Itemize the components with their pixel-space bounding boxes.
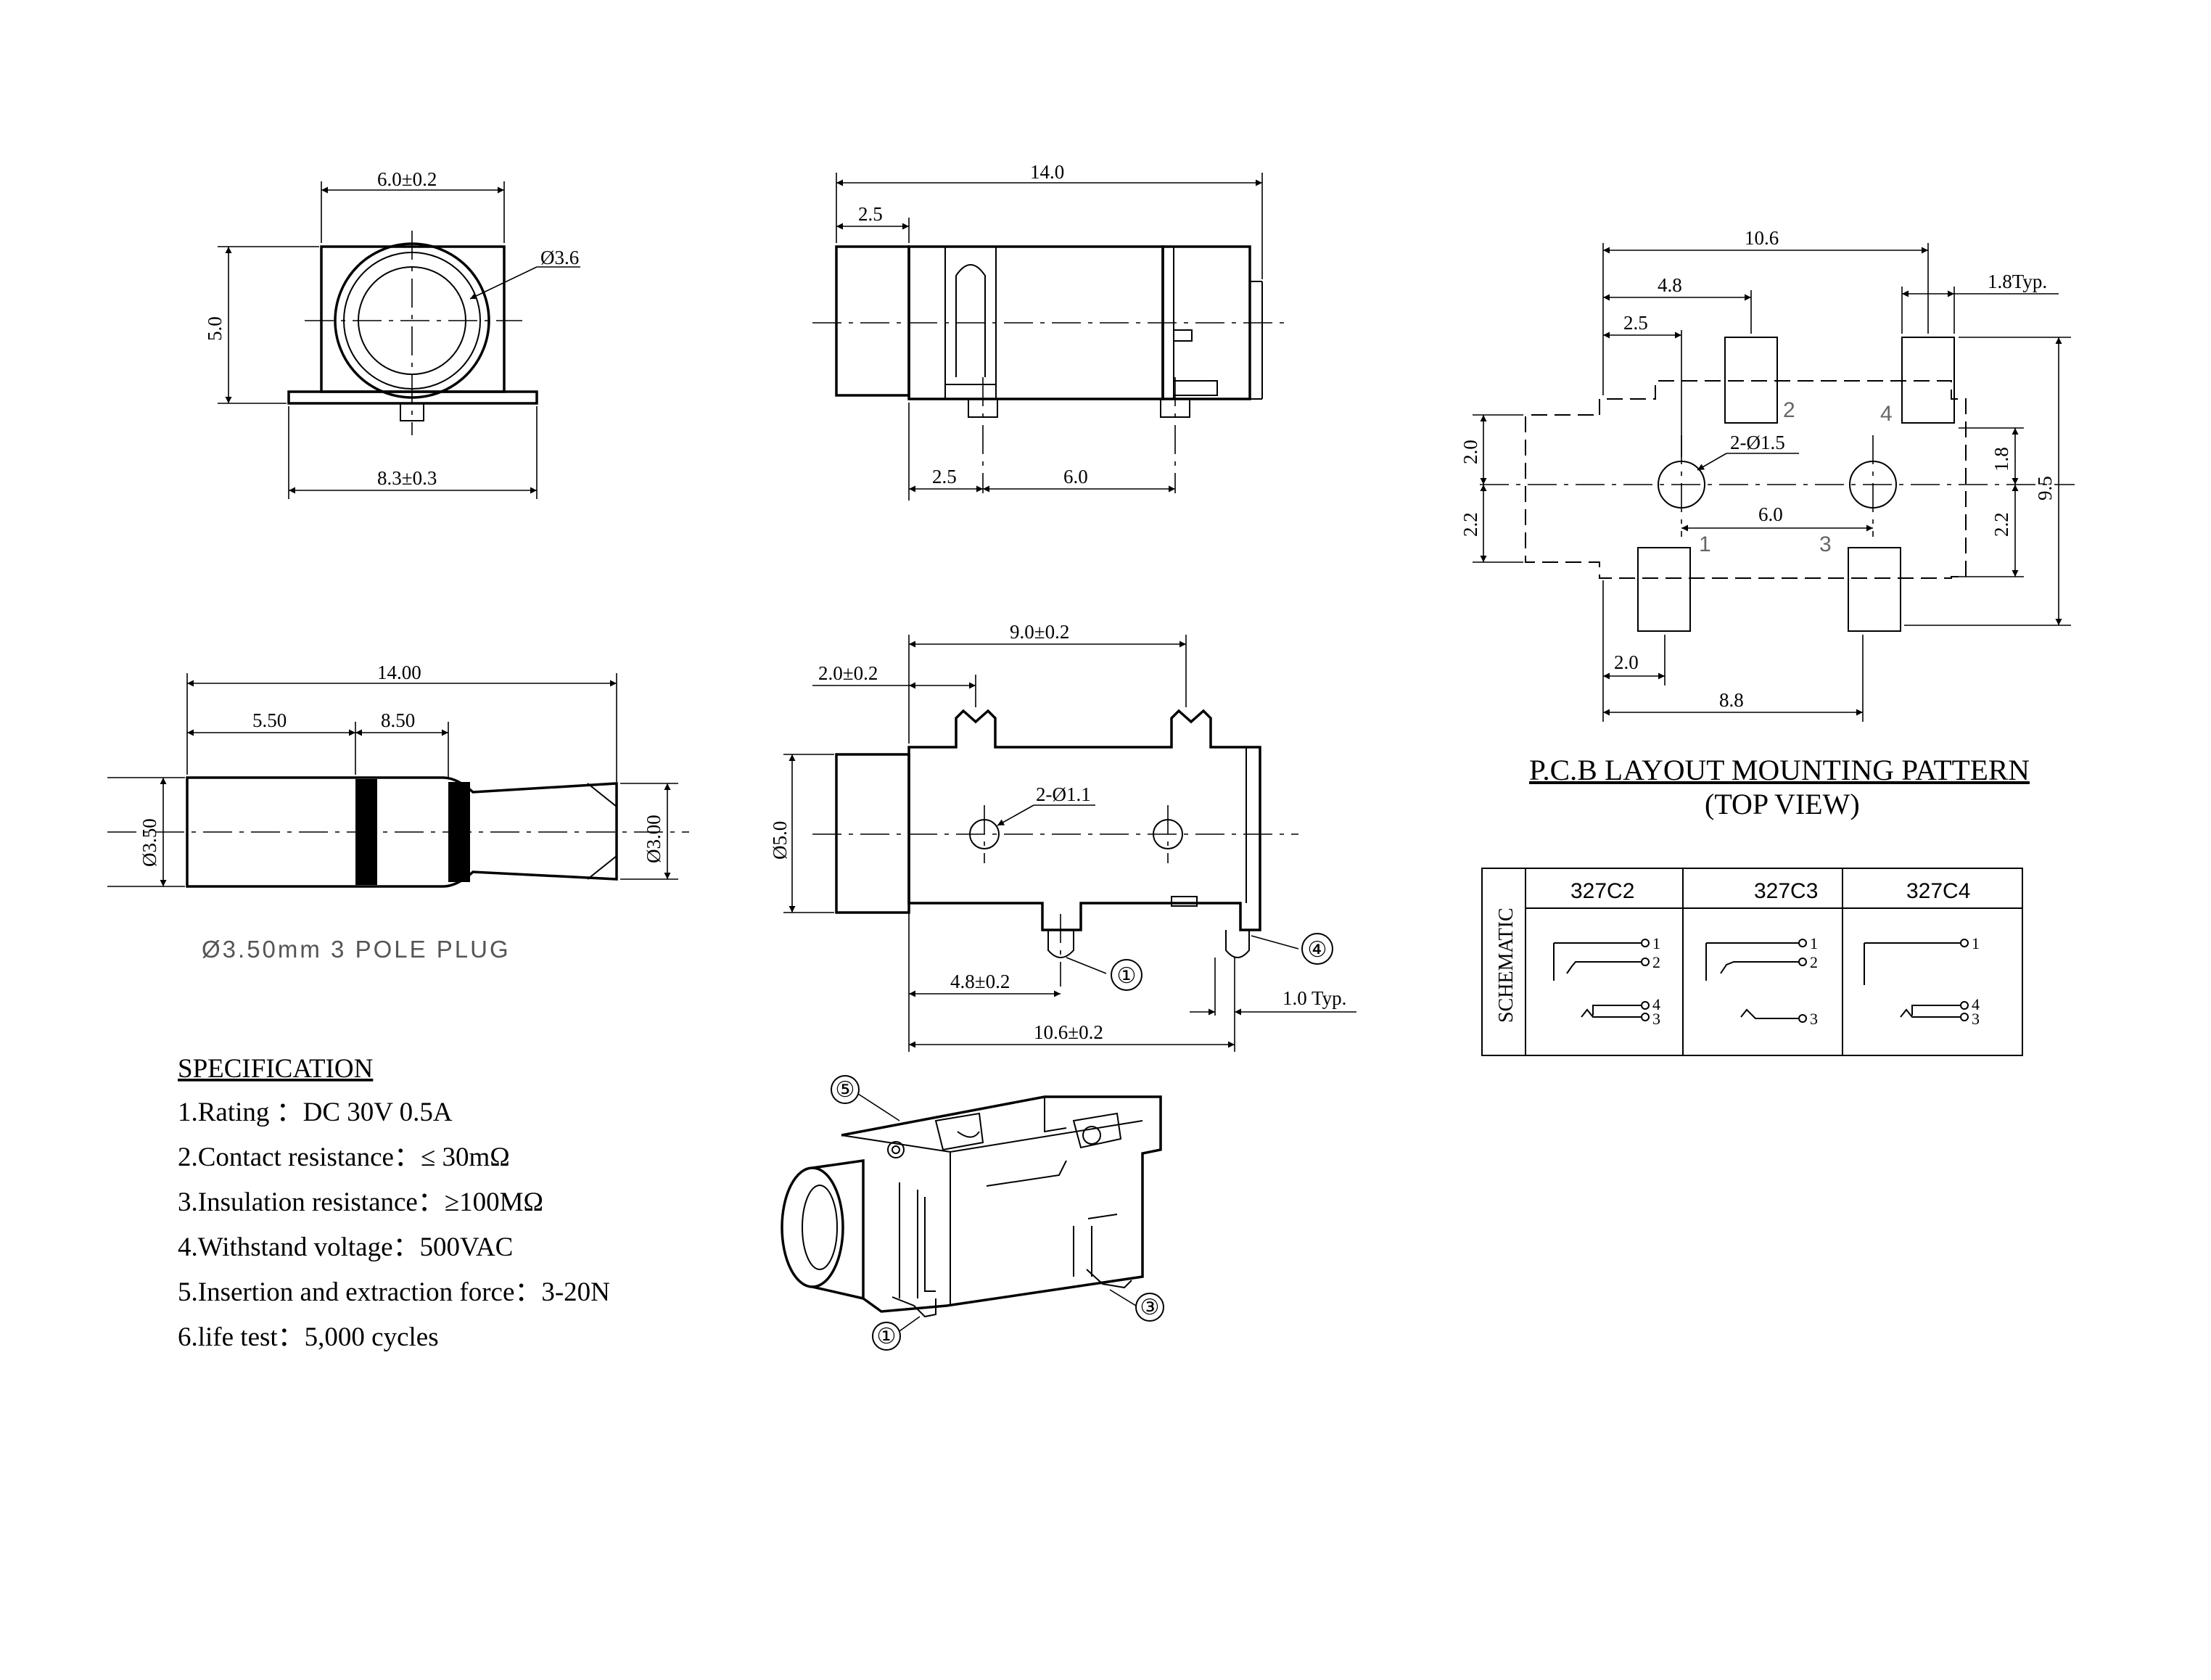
callout-4: ④	[1308, 938, 1327, 962]
bottom-dia-dim: Ø5.0	[769, 821, 791, 860]
pcb-height-dim: 9.5	[2034, 476, 2056, 501]
pcb-pin-1: 1	[1699, 532, 1711, 556]
pcb-pad-dim: 1.8Typ.	[1988, 271, 2047, 292]
spec-heading: SPECIFICATION	[178, 1054, 373, 1084]
c3-pin-2: 2	[1810, 953, 1818, 971]
plug-dia-dim: Ø3.50	[139, 818, 160, 867]
c3-pin-3: 3	[1810, 1010, 1818, 1028]
specification-block: SPECIFICATION 1.Rating ：DC 30V 0.5A 2.Co…	[178, 1054, 610, 1352]
bottom-pin-dim: 4.8±0.2	[950, 971, 1010, 992]
plug-view: 14.00 5.50 8.50 Ø3.50 Ø3.00 Ø3.50mm 3 PO…	[107, 662, 689, 963]
callout-1-iso: ①	[877, 1325, 897, 1348]
plug-tip-dia-dim: Ø3.00	[643, 815, 664, 863]
pcb-pin-4: 4	[1880, 402, 1893, 426]
pcb-2-2-right-dim: 2.2	[1990, 512, 2012, 537]
pcb-width-dim: 10.6	[1745, 227, 1779, 249]
c4-pin-4: 4	[1972, 995, 1980, 1013]
schematic-table: SCHEMATIC 327C2 327C3 327C4 1 2 4 3	[1481, 868, 2023, 1056]
front-bore-dim: Ø3.6	[540, 247, 579, 268]
model-327c2: 327C2	[1570, 879, 1634, 903]
pcb-2-0-bottom-dim: 2.0	[1614, 651, 1639, 673]
plug-seg1-dim: 5.50	[252, 709, 287, 731]
pcb-2-5-dim: 2.5	[1623, 312, 1648, 334]
side-pin-a-dim: 2.5	[932, 466, 957, 487]
side-length-dim: 14.0	[1030, 161, 1064, 183]
schematic-label: SCHEMATIC	[1495, 907, 1518, 1023]
front-width-dim: 6.0±0.2	[377, 168, 437, 190]
callout-1: ①	[1117, 964, 1137, 988]
pad-2	[1724, 337, 1778, 424]
c4-pin-1: 1	[1972, 934, 1980, 952]
pcb-holes-dim: 2-Ø1.5	[1730, 432, 1785, 453]
c2-pin-3: 3	[1652, 1010, 1660, 1028]
spec-item-1: 1.Rating ：DC 30V 0.5A	[178, 1098, 453, 1127]
bottom-offset-dim: 2.0±0.2	[818, 662, 878, 684]
callout-3-iso: ③	[1140, 1296, 1160, 1319]
side-nose-dim: 2.5	[858, 203, 883, 225]
pcb-2-0-left-dim: 2.0	[1459, 440, 1481, 464]
pcb-pin-2: 2	[1783, 398, 1795, 422]
side-pin-b-dim: 6.0	[1063, 466, 1088, 487]
pcb-subtitle: (TOP VIEW)	[1705, 788, 1860, 820]
plug-seg2-dim: 8.50	[381, 709, 415, 731]
bottom-span-dim: 9.0±0.2	[1010, 621, 1069, 643]
front-height-dim: 5.0	[204, 316, 226, 341]
model-327c4: 327C4	[1906, 879, 1970, 903]
front-view: 6.0±0.2 5.0 Ø3.6 8.3±0.3	[204, 168, 580, 499]
spec-item-6: 6.life test：5,000 cycles	[178, 1322, 439, 1352]
c4-pin-3: 3	[1972, 1010, 1980, 1028]
schematic-327c3: 1 2 3	[1705, 934, 1818, 1028]
pad-1	[1637, 547, 1691, 632]
pcb-4-8-dim: 4.8	[1658, 274, 1682, 296]
spec-item-5: 5.Insertion and extraction force：3-20N	[178, 1277, 610, 1307]
c2-pin-1: 1	[1652, 934, 1660, 952]
pcb-8-8-dim: 8.8	[1719, 689, 1744, 711]
pcb-pin-3: 3	[1819, 532, 1832, 556]
bottom-holes-dim: 2-Ø1.1	[1036, 783, 1091, 805]
bottom-total-dim: 10.6±0.2	[1034, 1021, 1103, 1043]
pcb-title: P.C.B LAYOUT MOUNTING PATTERN	[1529, 754, 2030, 786]
pcb-1-8-right-dim: 1.8	[1990, 447, 2012, 472]
c2-pin-2: 2	[1652, 953, 1660, 971]
spec-item-2: 2.Contact resistance：≤ 30mΩ	[178, 1142, 510, 1172]
plug-length-dim: 14.00	[377, 662, 421, 683]
bottom-view: 9.0±0.2 2.0±0.2 2-Ø1.1 Ø5.0 4.8±0.2 10.6…	[769, 621, 1356, 1052]
isometric-view: ⑤ ① ③	[781, 1075, 1164, 1351]
c2-pin-4: 4	[1652, 995, 1660, 1013]
pad-3	[1848, 547, 1901, 632]
bottom-pin-width-dim: 1.0 Typ.	[1282, 987, 1346, 1009]
schematic-327c4: 1 4 3	[1864, 934, 1980, 1028]
schematic-327c2: 1 2 4 3	[1553, 934, 1660, 1028]
pad-4	[1901, 337, 1955, 424]
front-base-dim: 8.3±0.3	[377, 467, 437, 489]
spec-item-4: 4.Withstand voltage：500VAC	[178, 1232, 513, 1262]
model-327c3: 327C3	[1754, 879, 1818, 903]
pcb-2-2-left-dim: 2.2	[1459, 512, 1481, 537]
plug-caption: Ø3.50mm 3 POLE PLUG	[202, 936, 511, 963]
spec-item-3: 3.Insulation resistance：≥100MΩ	[178, 1187, 543, 1217]
pcb-layout: 2 4 1 3 10.6 4.8 2.5 1.8Typ. 2-Ø1.5 2.0 …	[1459, 227, 2075, 820]
callout-5: ⑤	[836, 1078, 855, 1102]
pcb-6-0-dim: 6.0	[1758, 503, 1783, 525]
side-view: 14.0 2.5 2.5 6.0	[812, 161, 1291, 501]
c3-pin-1: 1	[1810, 934, 1818, 952]
